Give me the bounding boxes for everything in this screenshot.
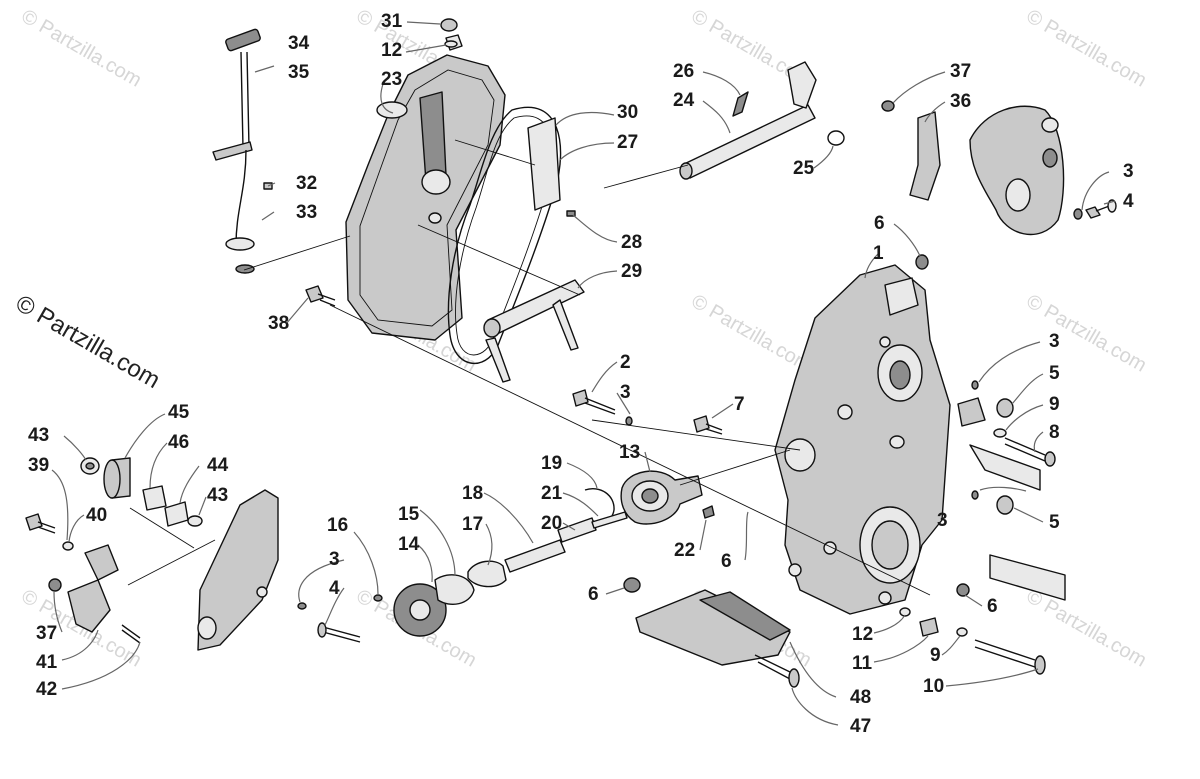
callout-16: 16 (327, 515, 348, 536)
bolt-38 (305, 285, 336, 307)
callout-8: 8 (1049, 422, 1060, 443)
callout-6: 6 (721, 551, 732, 572)
assembly-line (129, 507, 195, 549)
callout-labels: 34 35 32 33 31 12 23 30 27 28 29 38 26 2… (28, 11, 1134, 737)
chaincase-cover-part (345, 18, 506, 341)
side-cover-part (197, 489, 361, 651)
gearcase-part (774, 254, 986, 615)
callout-47: 47 (850, 716, 871, 737)
callout-19: 19 (541, 453, 562, 474)
leader-lines (51, 21, 1116, 726)
dipstick-part (212, 28, 273, 274)
callout-48: 48 (850, 687, 871, 708)
callout-4: 4 (329, 578, 340, 599)
callout-32: 32 (296, 173, 317, 194)
skid-part (623, 577, 800, 688)
callout-6: 6 (874, 213, 885, 234)
watermark-repeat: © Partzilla.com (688, 290, 816, 376)
callout-7: 7 (734, 394, 745, 415)
reverse-housing-part (881, 100, 1117, 236)
callout-3: 3 (1123, 161, 1134, 182)
callout-33: 33 (296, 202, 317, 223)
callout-15: 15 (398, 504, 420, 525)
watermark-repeat: © Partzilla.com (1023, 290, 1151, 376)
callout-41: 41 (36, 652, 58, 673)
callout-38: 38 (268, 313, 289, 334)
parts-artwork (25, 18, 1117, 688)
center-bolts-part (572, 389, 723, 435)
assembly-line (591, 419, 801, 451)
callout-44: 44 (207, 455, 229, 476)
assembly-line (679, 449, 791, 486)
callout-9: 9 (930, 645, 941, 666)
tensioner-part (483, 279, 585, 383)
watermark-repeat: © Partzilla.com (18, 5, 146, 91)
idler-part (80, 457, 203, 527)
assembly-line (127, 539, 216, 586)
assembly-line (417, 224, 581, 296)
callout-3: 3 (620, 382, 631, 403)
callout-6: 6 (588, 584, 599, 605)
callout-11: 11 (852, 653, 873, 674)
callout-14: 14 (398, 534, 420, 555)
callout-40: 40 (86, 505, 107, 526)
watermark-main: © Partzilla.com (11, 290, 165, 394)
callout-22: 22 (674, 540, 695, 561)
assembly-line (243, 235, 351, 271)
callout-6: 6 (987, 596, 998, 617)
callout-43: 43 (28, 425, 49, 446)
assembly-line (329, 304, 931, 596)
pump-housing-part (584, 470, 703, 525)
callout-3: 3 (1049, 331, 1060, 352)
callout-36: 36 (950, 91, 971, 112)
seal-ring-part (447, 106, 562, 365)
callout-28: 28 (621, 232, 642, 253)
callout-37: 37 (950, 61, 971, 82)
callout-43: 43 (207, 485, 228, 506)
callout-12: 12 (381, 40, 402, 61)
callout-10: 10 (923, 676, 944, 697)
callout-5: 5 (1049, 512, 1060, 533)
callout-17: 17 (462, 514, 483, 535)
callout-20: 20 (541, 513, 562, 534)
callout-3: 3 (937, 510, 948, 531)
watermark-repeat: © Partzilla.com (1023, 5, 1151, 91)
callout-18: 18 (462, 483, 483, 504)
callout-12: 12 (852, 624, 873, 645)
callout-5: 5 (1049, 363, 1060, 384)
callout-42: 42 (36, 679, 57, 700)
assembly-line (454, 139, 536, 166)
callout-13: 13 (619, 442, 640, 463)
callout-30: 30 (617, 102, 638, 123)
callout-39: 39 (28, 455, 49, 476)
cover-plate-part (527, 117, 561, 211)
callout-21: 21 (541, 483, 563, 504)
callout-1: 1 (873, 243, 884, 264)
callout-24: 24 (673, 90, 695, 111)
callout-35: 35 (288, 62, 310, 83)
callout-27: 27 (617, 132, 638, 153)
callout-31: 31 (381, 11, 403, 32)
callout-9: 9 (1049, 394, 1060, 415)
callout-3: 3 (329, 549, 340, 570)
callout-34: 34 (288, 33, 310, 54)
callout-4: 4 (1123, 191, 1134, 212)
callout-2: 2 (620, 352, 631, 373)
callout-45: 45 (168, 402, 190, 423)
callout-25: 25 (793, 158, 815, 179)
screw-28 (566, 210, 576, 217)
callout-26: 26 (673, 61, 694, 82)
watermark-repeat-group: © Partzilla.com © Partzilla.com © Partzi… (18, 5, 1151, 671)
plunger-assembly-part (467, 505, 715, 588)
shift-shaft-part (679, 61, 845, 180)
callout-46: 46 (168, 432, 189, 453)
impeller-part (373, 574, 475, 637)
callout-37: 37 (36, 623, 57, 644)
callout-23: 23 (381, 69, 402, 90)
callout-29: 29 (621, 261, 642, 282)
right-bolts-part (899, 380, 1066, 675)
bracket-part (25, 513, 141, 644)
assembly-line (603, 164, 689, 189)
